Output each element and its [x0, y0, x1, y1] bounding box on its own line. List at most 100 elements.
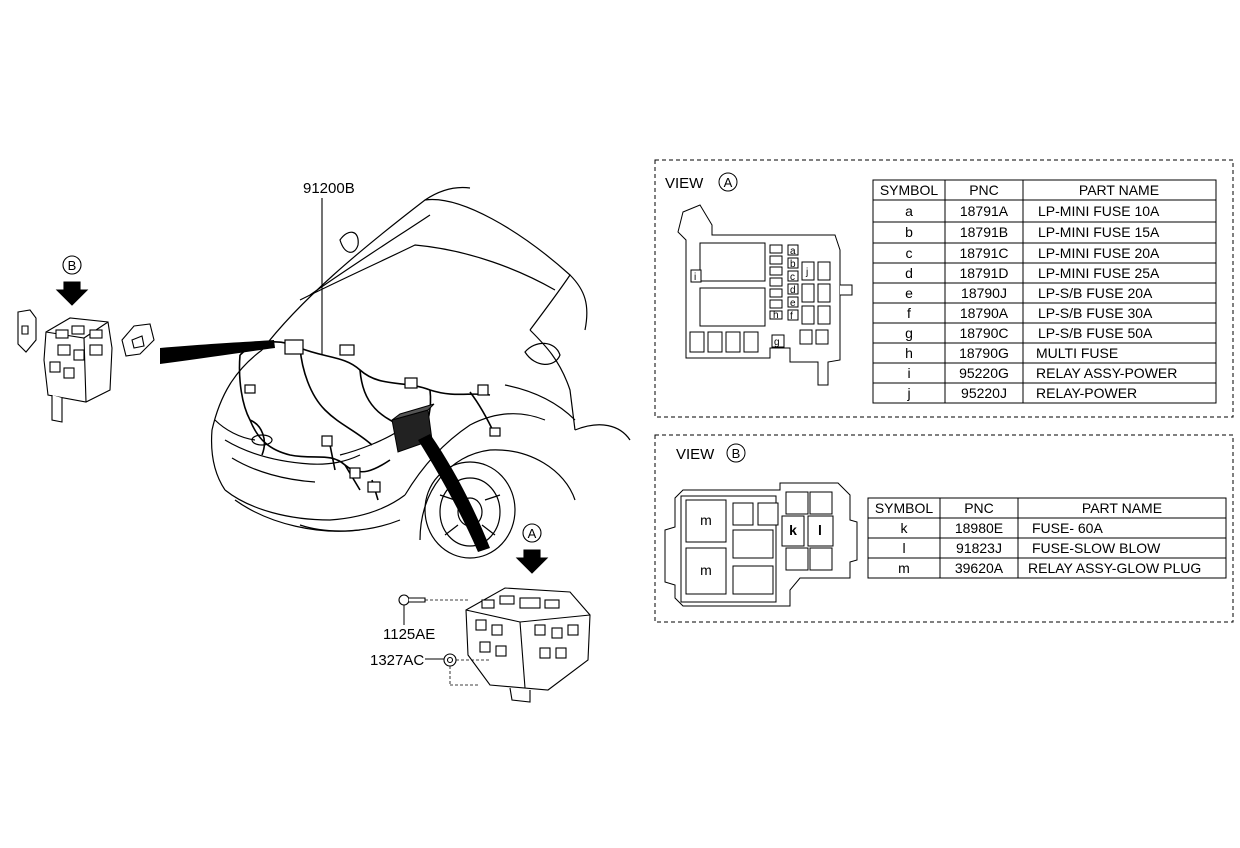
svg-text:LP-MINI FUSE 10A: LP-MINI FUSE 10A — [1038, 203, 1160, 219]
down-arrow-icon — [55, 281, 89, 306]
svg-text:RELAY-POWER: RELAY-POWER — [1036, 385, 1137, 401]
view-a-table: SYMBOL PNC PART NAME a 18791A LP-MINI FU… — [872, 179, 1217, 404]
view-a-table-row: f 18790A LP-S/B FUSE 30A — [907, 305, 1153, 321]
svg-text:LP-MINI FUSE 25A: LP-MINI FUSE 25A — [1038, 265, 1160, 281]
view-b-box-marks: m m k l — [700, 512, 822, 578]
view-a-table-row: j 95220J RELAY-POWER — [906, 385, 1137, 401]
svg-text:PNC: PNC — [964, 500, 994, 516]
svg-text:d: d — [790, 285, 796, 296]
view-a-box-marks: a b c d e f g h i j — [694, 246, 808, 348]
svg-text:h: h — [905, 345, 913, 361]
svg-text:SYMBOL: SYMBOL — [875, 500, 934, 516]
svg-text:i: i — [694, 272, 696, 283]
svg-text:LP-S/B FUSE 30A: LP-S/B FUSE 30A — [1038, 305, 1153, 321]
callout-b-label: B — [68, 258, 77, 273]
view-a-table-header: SYMBOL PNC PART NAME — [880, 182, 1159, 198]
svg-text:18791D: 18791D — [959, 265, 1008, 281]
svg-text:18790G: 18790G — [959, 345, 1009, 361]
svg-text:h: h — [773, 310, 779, 321]
svg-text:b: b — [905, 224, 913, 240]
view-a-table-row: c 18791C LP-MINI FUSE 20A — [906, 245, 1161, 261]
svg-text:l: l — [818, 522, 822, 538]
svg-text:g: g — [774, 337, 780, 348]
callout-b-circle — [62, 255, 82, 275]
svg-text:LP-MINI FUSE 15A: LP-MINI FUSE 15A — [1038, 224, 1160, 240]
svg-text:95220G: 95220G — [959, 365, 1009, 381]
view-b-panel — [654, 434, 1234, 623]
down-arrow-icon — [515, 549, 549, 574]
view-b-table-row: m 39620A RELAY ASSY-GLOW PLUG — [898, 560, 1201, 576]
svg-text:d: d — [905, 265, 913, 281]
svg-text:k: k — [901, 520, 909, 536]
svg-text:39620A: 39620A — [955, 560, 1004, 576]
view-b-fuse-box — [664, 482, 858, 607]
svg-text:i: i — [907, 365, 910, 381]
svg-text:a: a — [905, 203, 913, 219]
svg-text:b: b — [790, 259, 796, 270]
svg-text:l: l — [902, 540, 905, 556]
view-b-circle-label: B — [732, 446, 741, 461]
svg-text:f: f — [907, 305, 911, 321]
svg-text:FUSE- 60A: FUSE- 60A — [1032, 520, 1103, 536]
view-b-table-row: k 18980E FUSE- 60A — [901, 520, 1104, 536]
view-b-title: VIEW — [676, 446, 715, 463]
svg-text:18790C: 18790C — [959, 325, 1008, 341]
svg-text:j: j — [906, 385, 910, 401]
svg-text:e: e — [905, 285, 913, 301]
svg-text:e: e — [790, 298, 796, 309]
view-a-table-row: d 18791D LP-MINI FUSE 25A — [905, 265, 1160, 281]
view-a-table-row: a 18791A LP-MINI FUSE 10A — [905, 203, 1160, 219]
bolt-part-number: 1125AE — [383, 626, 435, 643]
svg-text:PART NAME: PART NAME — [1082, 500, 1162, 516]
harness-part-number: 91200B — [303, 180, 355, 197]
view-a-circle-label: A — [724, 175, 733, 190]
svg-text:m: m — [700, 562, 712, 578]
svg-text:18790J: 18790J — [961, 285, 1007, 301]
view-a-table-row: i 95220G RELAY ASSY-POWER — [907, 365, 1177, 381]
svg-text:c: c — [906, 245, 913, 261]
view-b-table-row: l 91823J FUSE-SLOW BLOW — [902, 540, 1161, 556]
callout-a-circle — [522, 523, 542, 543]
part-a-leaders — [425, 599, 490, 686]
nut-part-number: 1327AC — [370, 652, 424, 669]
svg-text:c: c — [790, 272, 795, 283]
svg-text:SYMBOL: SYMBOL — [880, 182, 939, 198]
svg-text:j: j — [805, 267, 808, 278]
view-b-table-header: SYMBOL PNC PART NAME — [875, 500, 1162, 516]
svg-text:18980E: 18980E — [955, 520, 1003, 536]
view-a-panel — [654, 159, 1234, 418]
svg-text:18790A: 18790A — [960, 305, 1009, 321]
part-a-assembly — [398, 523, 591, 703]
svg-text:18791A: 18791A — [960, 203, 1009, 219]
arrow-to-view-a — [418, 434, 490, 552]
svg-text:LP-S/B FUSE 50A: LP-S/B FUSE 50A — [1038, 325, 1153, 341]
svg-text:a: a — [790, 246, 796, 257]
svg-text:18791B: 18791B — [960, 224, 1008, 240]
part-b-assembly — [17, 255, 155, 423]
view-a-table-row: b 18791B LP-MINI FUSE 15A — [905, 224, 1160, 240]
arrow-to-view-b — [160, 340, 275, 364]
view-a-fuse-box — [677, 204, 853, 386]
svg-text:g: g — [905, 325, 913, 341]
svg-text:91823J: 91823J — [956, 540, 1002, 556]
svg-text:RELAY ASSY-GLOW PLUG: RELAY ASSY-GLOW PLUG — [1028, 560, 1201, 576]
svg-text:RELAY ASSY-POWER: RELAY ASSY-POWER — [1036, 365, 1177, 381]
view-a-table-row: g 18790C LP-S/B FUSE 50A — [905, 325, 1153, 341]
car-illustration — [210, 186, 631, 559]
view-a-title: VIEW — [665, 175, 704, 192]
svg-text:FUSE-SLOW BLOW: FUSE-SLOW BLOW — [1032, 540, 1161, 556]
svg-text:m: m — [700, 512, 712, 528]
view-a-circle — [718, 172, 738, 192]
svg-text:18791C: 18791C — [959, 245, 1008, 261]
view-a-table-row: h 18790G MULTI FUSE — [905, 345, 1118, 361]
svg-text:LP-S/B FUSE 20A: LP-S/B FUSE 20A — [1038, 285, 1153, 301]
svg-text:PNC: PNC — [969, 182, 999, 198]
view-b-circle — [726, 443, 746, 463]
view-a-table-row: e 18790J LP-S/B FUSE 20A — [905, 285, 1153, 301]
svg-text:PART NAME: PART NAME — [1079, 182, 1159, 198]
svg-text:LP-MINI FUSE 20A: LP-MINI FUSE 20A — [1038, 245, 1160, 261]
svg-text:95220J: 95220J — [961, 385, 1007, 401]
svg-text:f: f — [790, 311, 793, 322]
svg-text:MULTI FUSE: MULTI FUSE — [1036, 345, 1118, 361]
